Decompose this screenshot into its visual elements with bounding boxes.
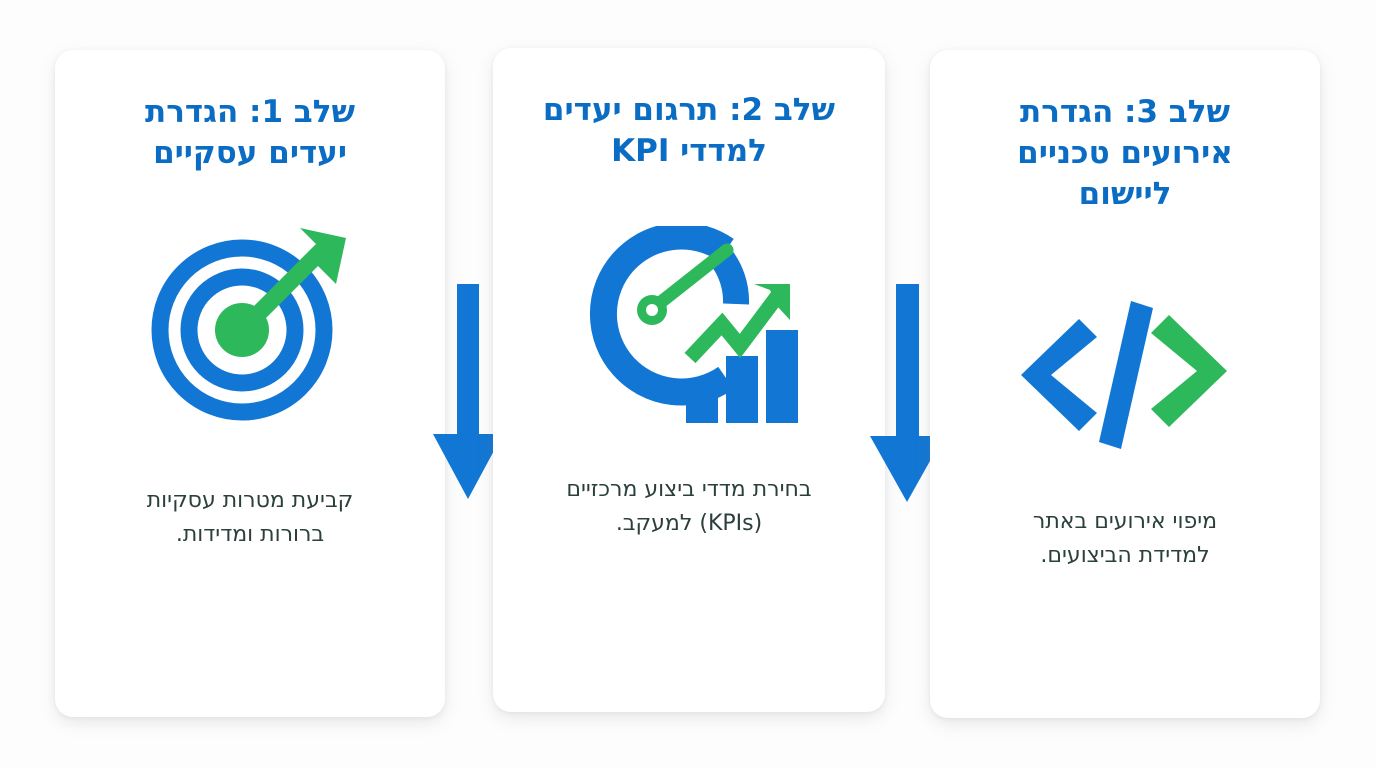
step-card-3[interactable]: שלב 3: הגדרת אירועים טכניים ליישום מיפוי… (930, 50, 1320, 718)
step-card-1[interactable]: שלב 1: הגדרת יעדים עסקיים קביעת מטרות עס… (55, 50, 445, 717)
step-2-description: בחירת מדדי ביצוע מרכזיים (KPIs) למעקב. (566, 476, 812, 536)
step-3-description: מיפוי אירועים באתר למדידת הביצועים. (1032, 508, 1218, 568)
code-brackets-icon (1021, 300, 1227, 449)
target-arrow-icon (151, 227, 346, 421)
gauge-bar-chart-icon (589, 225, 798, 423)
step-1-title: שלב 1: הגדרת יעדים עסקיים (145, 94, 355, 171)
step-3-icon-wrap (930, 300, 1320, 449)
step-card-2[interactable]: שלב 2: תרגום יעדים למדדי KPI (493, 48, 885, 712)
step-1-description: קביעת מטרות עסקיות ברורות ומדידות. (146, 487, 354, 547)
step-2-icon-wrap (493, 225, 885, 431)
step-1-icon-wrap (55, 222, 445, 422)
step-2-title: שלב 2: תרגום יעדים למדדי KPI (542, 92, 836, 169)
step-3-title: שלב 3: הגדרת אירועים טכניים ליישום (1017, 94, 1233, 212)
